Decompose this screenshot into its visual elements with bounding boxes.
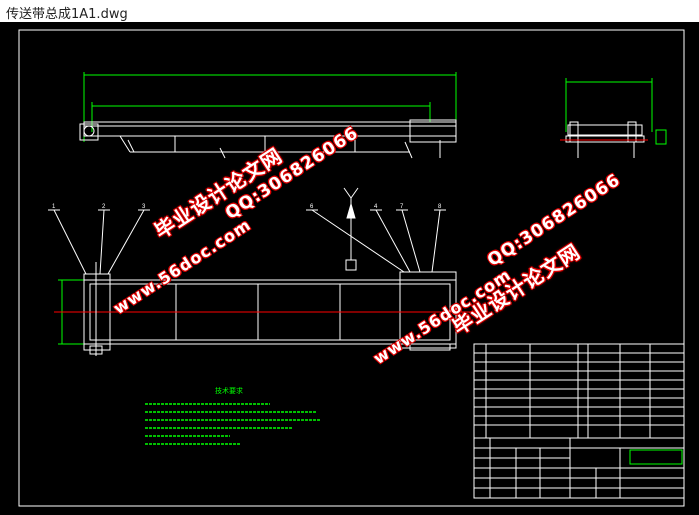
- balloon-label: 1: [52, 204, 56, 210]
- cad-drawing: 1 2 3 6 4 7 8 技术要求: [18, 29, 685, 507]
- elevation-view: [79, 72, 457, 159]
- balloon-label: 8: [438, 204, 442, 210]
- balloon-label: 7: [400, 204, 404, 210]
- title-block: [473, 343, 685, 499]
- notes-title: 技术要求: [215, 386, 243, 395]
- title-bar: 传送带总成1A1.dwg: [0, 0, 699, 22]
- balloon-label: 3: [142, 204, 146, 210]
- drawing-frame: [18, 29, 685, 507]
- technical-notes: 技术要求: [145, 386, 320, 445]
- balloon-label: 4: [374, 204, 378, 210]
- plan-view: [54, 187, 472, 356]
- part-balloons: 1 2 3 6 4 7 8: [48, 204, 446, 275]
- side-view: [560, 78, 667, 158]
- window-title: 传送带总成1A1.dwg: [6, 7, 128, 22]
- balloon-label: 6: [310, 204, 314, 210]
- balloon-label: 2: [102, 204, 106, 210]
- drawing-canvas[interactable]: 1 2 3 6 4 7 8 技术要求: [0, 22, 699, 515]
